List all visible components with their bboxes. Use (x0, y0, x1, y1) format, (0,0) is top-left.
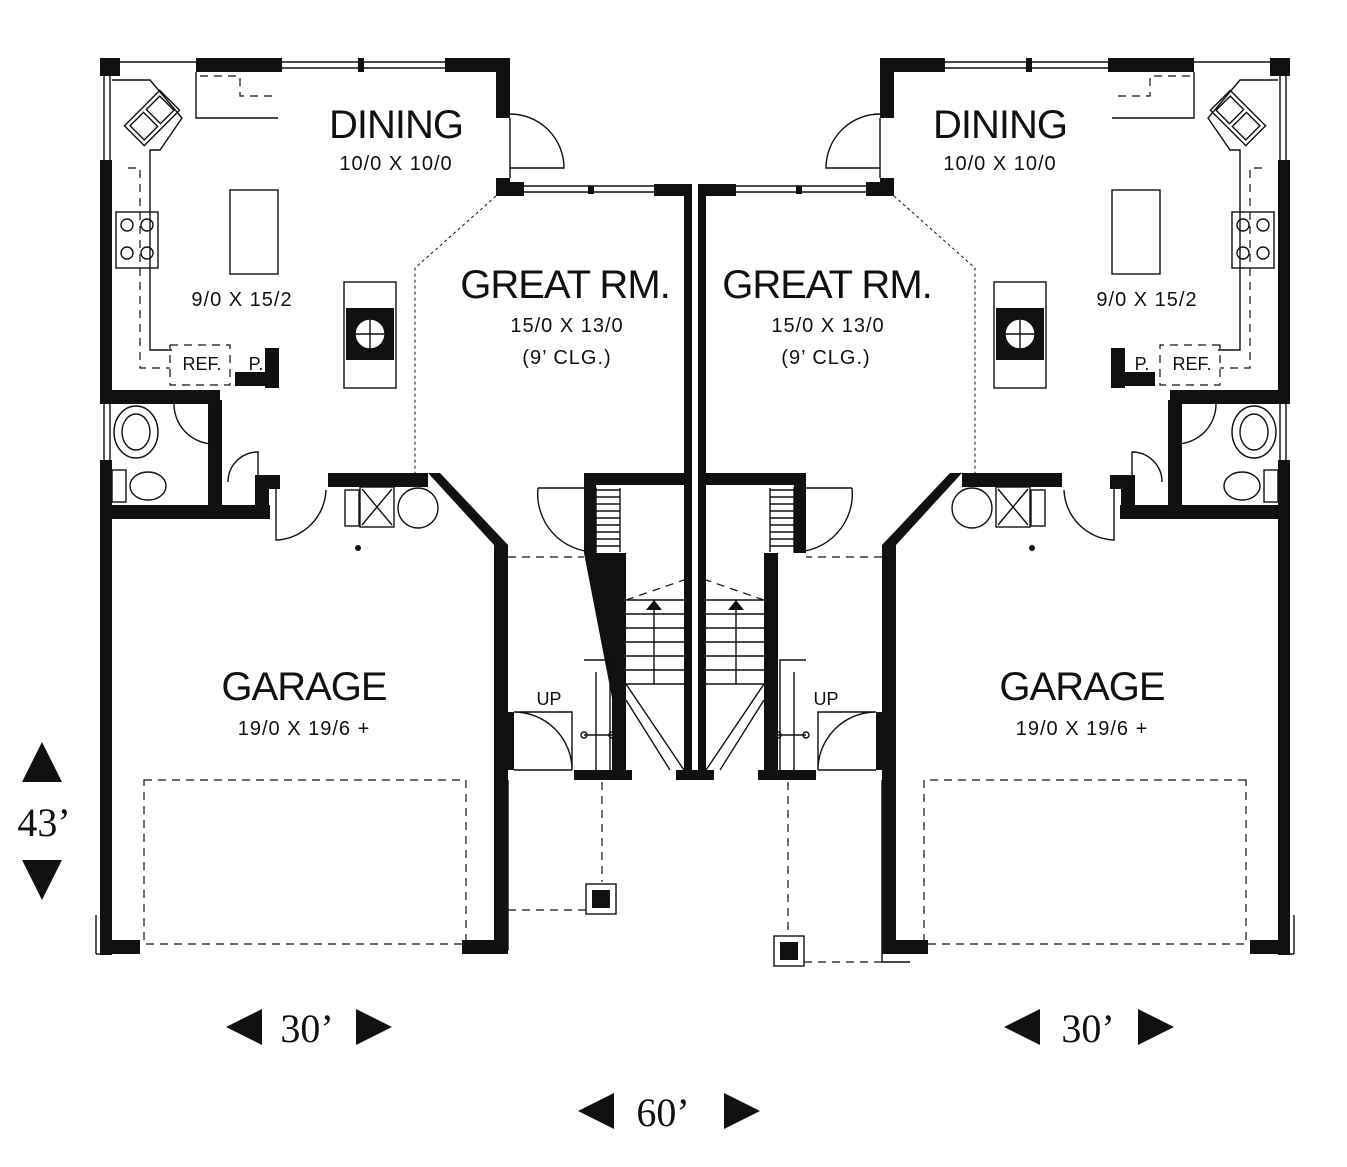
depth-label: 43’ (17, 800, 70, 845)
garage-dims-left: 19/0 X 19/6 + (238, 718, 371, 740)
arrow-down-icon (22, 860, 62, 900)
arrow-up-icon (22, 742, 62, 782)
arrow-right-icon (1138, 1009, 1174, 1045)
kitchen-dims-left: 9/0 X 15/2 (191, 289, 292, 311)
arrow-left-icon (578, 1093, 614, 1129)
unit-width-left-label: 30’ (280, 1006, 333, 1051)
exterior-walls-left (100, 58, 524, 955)
dining-door-left (509, 113, 692, 196)
unit-width-right-label: 30’ (1061, 1006, 1114, 1051)
stair-up-label-right: UP (813, 689, 838, 709)
ref-label-right: REF. (1172, 354, 1211, 374)
total-width-label: 60’ (636, 1090, 689, 1135)
windows-left (103, 58, 445, 460)
party-wall (684, 196, 692, 780)
fireplace-left (343, 281, 397, 389)
depth-dimension: 43’ (17, 742, 71, 900)
garage-title-right: GARAGE (999, 665, 1164, 709)
great-room-dims-left: 15/0 X 13/0 (510, 315, 623, 337)
pantry-label-left: P. (249, 354, 264, 374)
great-room-ceiling-right: (9’ CLG.) (781, 347, 870, 369)
stair-left (462, 473, 696, 951)
great-room-ceiling-left: (9’ CLG.) (522, 347, 611, 369)
garage-title-left: GARAGE (221, 665, 386, 709)
powder-room-left (111, 403, 259, 503)
great-room-title-right: GREAT RM. (722, 263, 932, 307)
unit-right (694, 58, 1295, 967)
party-wall-right (698, 196, 706, 780)
dining-dims-left: 10/0 X 10/0 (339, 153, 452, 175)
great-room-outline-left (414, 195, 497, 473)
arrow-right-icon (356, 1009, 392, 1045)
arrow-right-icon (724, 1093, 760, 1129)
great-room-dims-right: 15/0 X 13/0 (771, 315, 884, 337)
great-room-title-left: GREAT RM. (460, 263, 670, 307)
arrow-left-icon (1004, 1009, 1040, 1045)
laundry-left (275, 486, 439, 551)
total-width-dimension: 60’ (578, 1090, 760, 1135)
garage-door-left (95, 779, 467, 955)
stair-up-label-left: UP (536, 689, 561, 709)
dining-title-right: DINING (933, 103, 1067, 147)
unit-width-dimension-left: 30’ (226, 1006, 392, 1051)
garage-dims-right: 19/0 X 19/6 + (1016, 718, 1149, 740)
dining-dims-right: 10/0 X 10/0 (943, 153, 1056, 175)
pantry-label-right: P. (1135, 354, 1150, 374)
arrow-left-icon (226, 1009, 262, 1045)
kitchen-dims-right: 9/0 X 15/2 (1096, 289, 1197, 311)
unit-left (95, 58, 696, 955)
kitchen-counters-left (112, 72, 279, 386)
dining-title-left: DINING (329, 103, 463, 147)
ref-label-left: REF. (182, 354, 221, 374)
unit-width-dimension-right: 30’ (1004, 1006, 1174, 1051)
